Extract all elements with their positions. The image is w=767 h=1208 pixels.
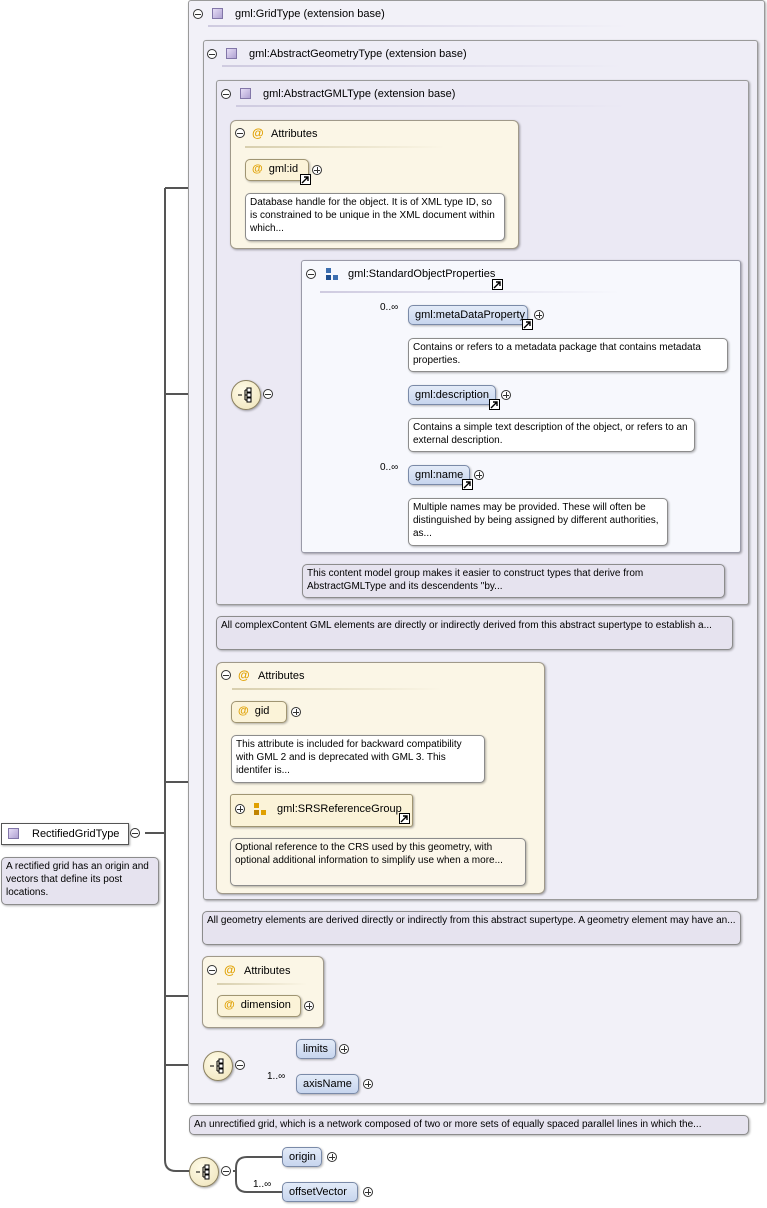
complex-type-icon (212, 8, 223, 19)
element-offset-vector[interactable]: offsetVector (282, 1182, 358, 1202)
sequence-icon (196, 1164, 210, 1180)
root-type-box[interactable] (1, 823, 129, 845)
element-name[interactable]: gml:name (408, 465, 470, 485)
abstract-gml-type-annotation: All complexContent GML elements are dire… (216, 616, 733, 650)
element-label: limits (303, 1043, 329, 1055)
expand-icon[interactable] (363, 1187, 373, 1197)
root-annotation: A rectified grid has an origin and vecto… (1, 857, 159, 905)
element-axis-name[interactable]: axisName (296, 1074, 359, 1094)
element-label: gml:description (415, 389, 489, 401)
link-arrow-icon[interactable] (462, 479, 473, 490)
complex-type-icon (8, 828, 19, 839)
sequence-icon (210, 1058, 224, 1074)
attributes-header: Attributes (271, 128, 318, 140)
sequence-icon (238, 387, 252, 403)
divider (217, 983, 307, 985)
collapse-attributes-icon[interactable] (235, 128, 245, 138)
element-label: axisName (303, 1078, 352, 1090)
attributes-icon: @ (224, 963, 236, 977)
occurrence-label: 0..∞ (380, 462, 399, 473)
attributes-header: Attributes (244, 965, 291, 977)
srs-reference-group-label: gml:SRSReferenceGroup (277, 803, 402, 815)
complex-type-icon (226, 48, 237, 59)
divider (245, 146, 445, 148)
collapse-group-icon[interactable] (306, 269, 316, 279)
meta-data-property-annotation: Contains or refers to a metadata package… (408, 338, 728, 372)
collapse-sequence-icon[interactable] (221, 1166, 231, 1176)
occurrence-label: 1..∞ (253, 1179, 272, 1190)
divider (232, 688, 442, 690)
standard-object-properties-annotation: This content model group makes it easier… (302, 564, 725, 598)
attribute-label: gml:id (268, 163, 299, 175)
link-arrow-icon[interactable] (300, 174, 311, 185)
divider (222, 65, 622, 67)
element-label: gml:name (415, 469, 464, 481)
grid-type-header: gml:GridType (extension base) (235, 8, 385, 20)
link-arrow-icon[interactable] (489, 399, 500, 410)
collapse-attributes-icon[interactable] (207, 965, 217, 975)
abstract-gml-type-header: gml:AbstractGMLType (extension base) (263, 88, 456, 100)
attribute-gml-id[interactable]: @gml:id (245, 159, 309, 181)
divider (208, 25, 628, 27)
attribute-label: gid (254, 705, 270, 717)
occurrence-label: 1..∞ (267, 1071, 286, 1082)
grid-type-annotation: An unrectified grid, which is a network … (189, 1115, 749, 1135)
gid-annotation: This attribute is included for backward … (231, 735, 485, 783)
attribute-group-icon (254, 803, 267, 815)
collapse-attributes-icon[interactable] (221, 670, 231, 680)
expand-icon[interactable] (291, 707, 301, 717)
expand-icon[interactable] (235, 804, 245, 814)
attribute-label: dimension (240, 999, 291, 1011)
element-limits[interactable]: limits (296, 1039, 336, 1059)
expand-icon[interactable] (501, 390, 511, 400)
root-type-label: RectifiedGridType (32, 828, 120, 840)
link-arrow-icon[interactable] (492, 279, 503, 290)
collapse-root-icon[interactable] (130, 828, 140, 838)
expand-icon[interactable] (312, 165, 322, 175)
expand-icon[interactable] (474, 470, 484, 480)
collapse-abstract-gml-icon[interactable] (221, 89, 231, 99)
divider (320, 291, 620, 293)
expand-icon[interactable] (534, 310, 544, 320)
expand-icon[interactable] (363, 1079, 373, 1089)
expand-icon[interactable] (339, 1044, 349, 1054)
element-label: gml:metaDataProperty (415, 309, 526, 321)
attributes-icon: @ (252, 126, 264, 140)
description-annotation: Contains a simple text description of th… (408, 418, 695, 452)
attributes-icon: @ (238, 668, 250, 682)
element-label: origin (289, 1151, 316, 1163)
srs-reference-group-annotation: Optional reference to the CRS used by th… (230, 838, 526, 886)
occurrence-label: 0..∞ (380, 302, 399, 313)
expand-icon[interactable] (327, 1152, 337, 1162)
collapse-abstract-geometry-icon[interactable] (207, 49, 217, 59)
complex-type-icon (240, 88, 251, 99)
standard-object-properties-header: gml:StandardObjectProperties (348, 268, 496, 280)
attribute-dimension[interactable]: @dimension (217, 995, 301, 1017)
attributes-header: Attributes (258, 670, 305, 682)
link-arrow-icon[interactable] (399, 813, 410, 824)
element-origin[interactable]: origin (282, 1147, 322, 1167)
expand-icon[interactable] (304, 1001, 314, 1011)
collapse-grid-type-icon[interactable] (193, 9, 203, 19)
name-annotation: Multiple names may be provided. These wi… (408, 498, 668, 546)
element-description[interactable]: gml:description (408, 385, 496, 405)
collapse-sequence-icon[interactable] (263, 389, 273, 399)
abstract-geometry-type-annotation: All geometry elements are derived direct… (202, 911, 741, 945)
abstract-geometry-type-header: gml:AbstractGeometryType (extension base… (249, 48, 467, 60)
attribute-gid[interactable]: @gid (231, 701, 287, 723)
srs-reference-group[interactable] (230, 794, 413, 827)
link-arrow-icon[interactable] (522, 319, 533, 330)
element-meta-data-property[interactable]: gml:metaDataProperty (408, 305, 528, 325)
group-icon (326, 268, 339, 280)
collapse-sequence-icon[interactable] (235, 1060, 245, 1070)
gml-id-annotation: Database handle for the object. It is of… (245, 193, 505, 241)
element-label: offsetVector (289, 1186, 347, 1198)
divider (236, 105, 626, 107)
